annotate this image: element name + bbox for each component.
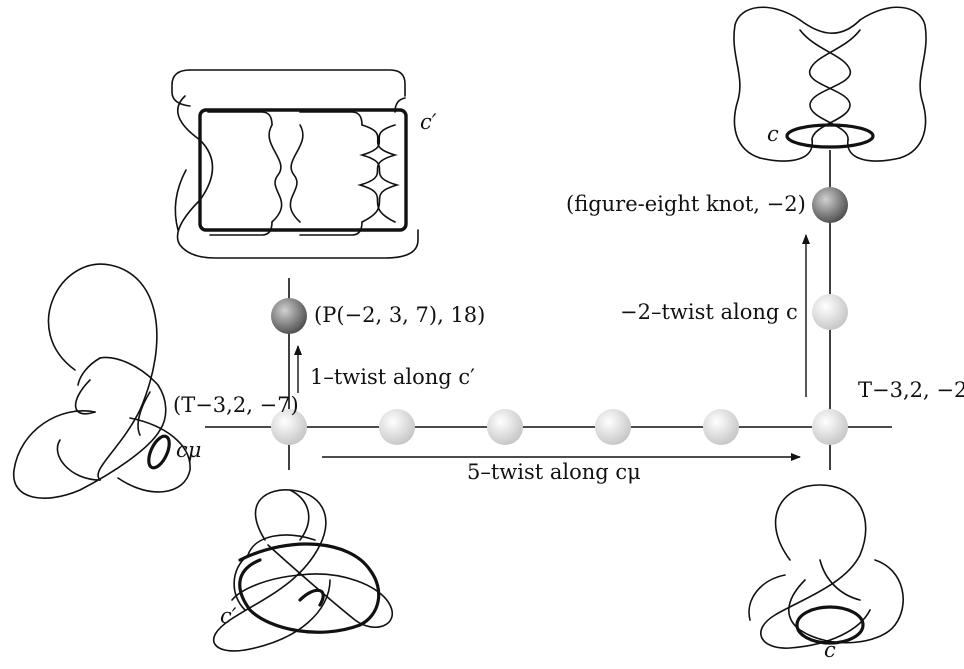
- node-twist-4: [703, 409, 739, 445]
- label-curve-c-top: c: [767, 122, 779, 146]
- trefoil-knot-drawing: [13, 263, 191, 499]
- label-figure-eight-node: (figure-eight knot, −2): [566, 192, 806, 216]
- curve-c-top: [785, 123, 875, 149]
- label-twist-c: −2–twist along c: [620, 300, 798, 324]
- node-pretzel: [271, 298, 307, 334]
- meridian-c-mu: [147, 434, 171, 470]
- twist-arrows: [294, 234, 810, 461]
- label-curve-c-mu: cμ: [176, 438, 202, 462]
- curve-c-prime-top: [198, 108, 408, 232]
- trefoil-c-prime-drawing: [212, 489, 393, 652]
- node-twist-1: [379, 409, 415, 445]
- trefoil-c-drawing: [748, 484, 904, 649]
- figure-eight-drawing: [733, 6, 927, 162]
- label-twist-c-prime: 1–twist along c′: [310, 365, 475, 389]
- label-pretzel-node: (P(−2, 3, 7), 18): [314, 303, 486, 327]
- node-figure-eight: [812, 187, 848, 223]
- node-right: [812, 409, 848, 445]
- curve-c-prime-bottom: [238, 542, 381, 634]
- node-trefoil: [271, 409, 307, 445]
- label-twist-c-mu: 5–twist along cμ: [467, 460, 641, 484]
- node-twist-2: [487, 409, 523, 445]
- label-curve-c-prime-top: c′: [420, 110, 437, 134]
- pretzel-knot-drawing: [171, 69, 419, 259]
- node-twist-3: [595, 409, 631, 445]
- label-curve-c-prime-bottom: c′: [220, 604, 237, 628]
- node-mid-right: [812, 294, 848, 330]
- label-right-node: T−3,2, −2: [858, 378, 964, 402]
- lattice-nodes: [271, 187, 848, 445]
- label-curve-c-bottom: c: [824, 638, 836, 662]
- curve-c-bottom: [795, 605, 865, 645]
- label-trefoil-node: (T−3,2, −7): [173, 393, 299, 417]
